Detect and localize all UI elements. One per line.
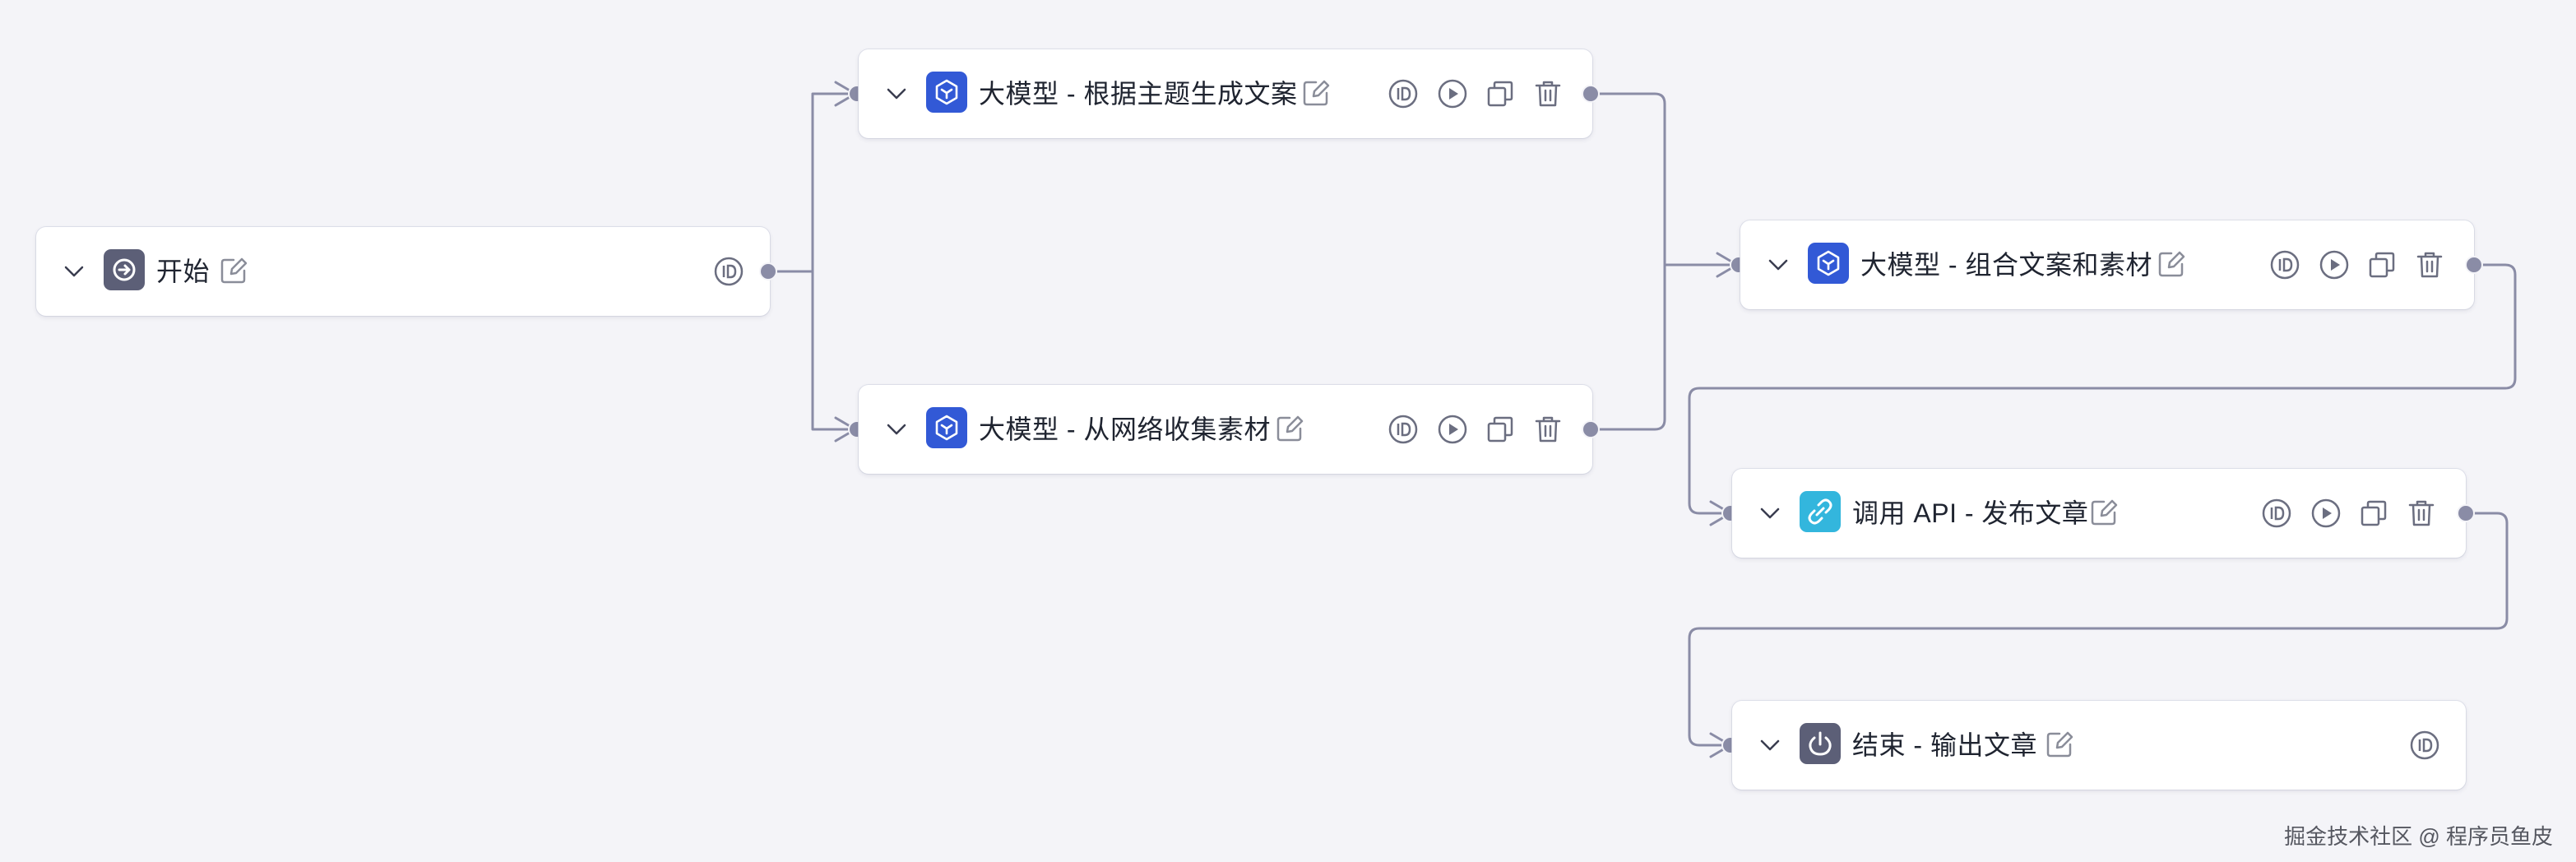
node-title: 大模型 - 从网络收集素材 <box>979 415 1271 444</box>
delete-icon[interactable] <box>1531 77 1564 110</box>
edit-icon[interactable] <box>1300 76 1332 109</box>
copy-icon[interactable] <box>1484 77 1517 110</box>
delete-icon[interactable] <box>2413 248 2446 281</box>
node-end[interactable]: 结束 - 输出文章 <box>1732 701 2466 790</box>
edge-start-llm1 <box>767 92 859 273</box>
power-icon <box>1800 723 1841 764</box>
chevron-down-icon[interactable] <box>880 413 913 446</box>
node-llm-collect-material[interactable]: 大模型 - 从网络收集素材 <box>859 385 1592 474</box>
edit-icon[interactable] <box>2043 728 2076 761</box>
cube-icon <box>926 72 967 113</box>
copy-icon[interactable] <box>2365 248 2398 281</box>
watermark: 掘金技术社区 @ 程序员鱼皮 <box>2284 824 2553 849</box>
node-start[interactable]: 开始 <box>36 227 770 316</box>
chevron-down-icon[interactable] <box>1754 497 1786 530</box>
edit-icon[interactable] <box>2155 248 2188 280</box>
edge-llm1-llm3 <box>1589 92 1740 266</box>
id-icon[interactable] <box>2260 497 2293 530</box>
link-icon <box>1800 491 1841 532</box>
output-port[interactable] <box>1582 420 1600 438</box>
edit-icon[interactable] <box>2087 496 2120 529</box>
run-icon[interactable] <box>2310 497 2342 530</box>
edge-llm3-api <box>1688 263 2517 515</box>
node-title: 开始 <box>156 257 211 286</box>
output-port[interactable] <box>2457 504 2475 522</box>
id-icon[interactable] <box>1387 77 1420 110</box>
edge-api-end <box>1688 512 2509 747</box>
chevron-down-icon[interactable] <box>58 255 90 288</box>
edge-start-llm2 <box>811 270 859 431</box>
node-title: 结束 - 输出文章 <box>1852 730 2037 760</box>
output-port[interactable] <box>759 262 777 280</box>
node-llm-generate-copy[interactable]: 大模型 - 根据主题生成文案 <box>859 49 1592 138</box>
chevron-down-icon[interactable] <box>1762 248 1795 281</box>
arrow-right-circle-icon <box>104 249 145 290</box>
node-title: 大模型 - 组合文案和素材 <box>1860 250 2152 280</box>
id-icon[interactable] <box>2268 248 2301 281</box>
id-icon[interactable] <box>712 255 745 288</box>
id-icon[interactable] <box>1387 413 1420 446</box>
cube-icon <box>926 407 967 448</box>
run-icon[interactable] <box>2318 248 2351 281</box>
run-icon[interactable] <box>1436 77 1469 110</box>
delete-icon[interactable] <box>2405 497 2438 530</box>
node-title: 大模型 - 根据主题生成文案 <box>979 79 1298 109</box>
edge-llm2-llm3 <box>1589 263 1666 431</box>
node-title: 调用 API - 发布文章 <box>1852 498 2089 528</box>
cube-icon <box>1808 243 1849 284</box>
node-llm-combine[interactable]: 大模型 - 组合文案和素材 <box>1740 220 2474 309</box>
id-icon[interactable] <box>2408 729 2441 762</box>
copy-icon[interactable] <box>1484 413 1517 446</box>
run-icon[interactable] <box>1436 413 1469 446</box>
delete-icon[interactable] <box>1531 413 1564 446</box>
output-port[interactable] <box>1582 85 1600 103</box>
output-port[interactable] <box>2465 256 2483 274</box>
edit-icon[interactable] <box>1273 412 1306 445</box>
chevron-down-icon[interactable] <box>880 77 913 110</box>
chevron-down-icon[interactable] <box>1754 729 1786 762</box>
edit-icon[interactable] <box>217 254 250 287</box>
copy-icon[interactable] <box>2357 497 2390 530</box>
node-api-publish[interactable]: 调用 API - 发布文章 <box>1732 469 2466 558</box>
